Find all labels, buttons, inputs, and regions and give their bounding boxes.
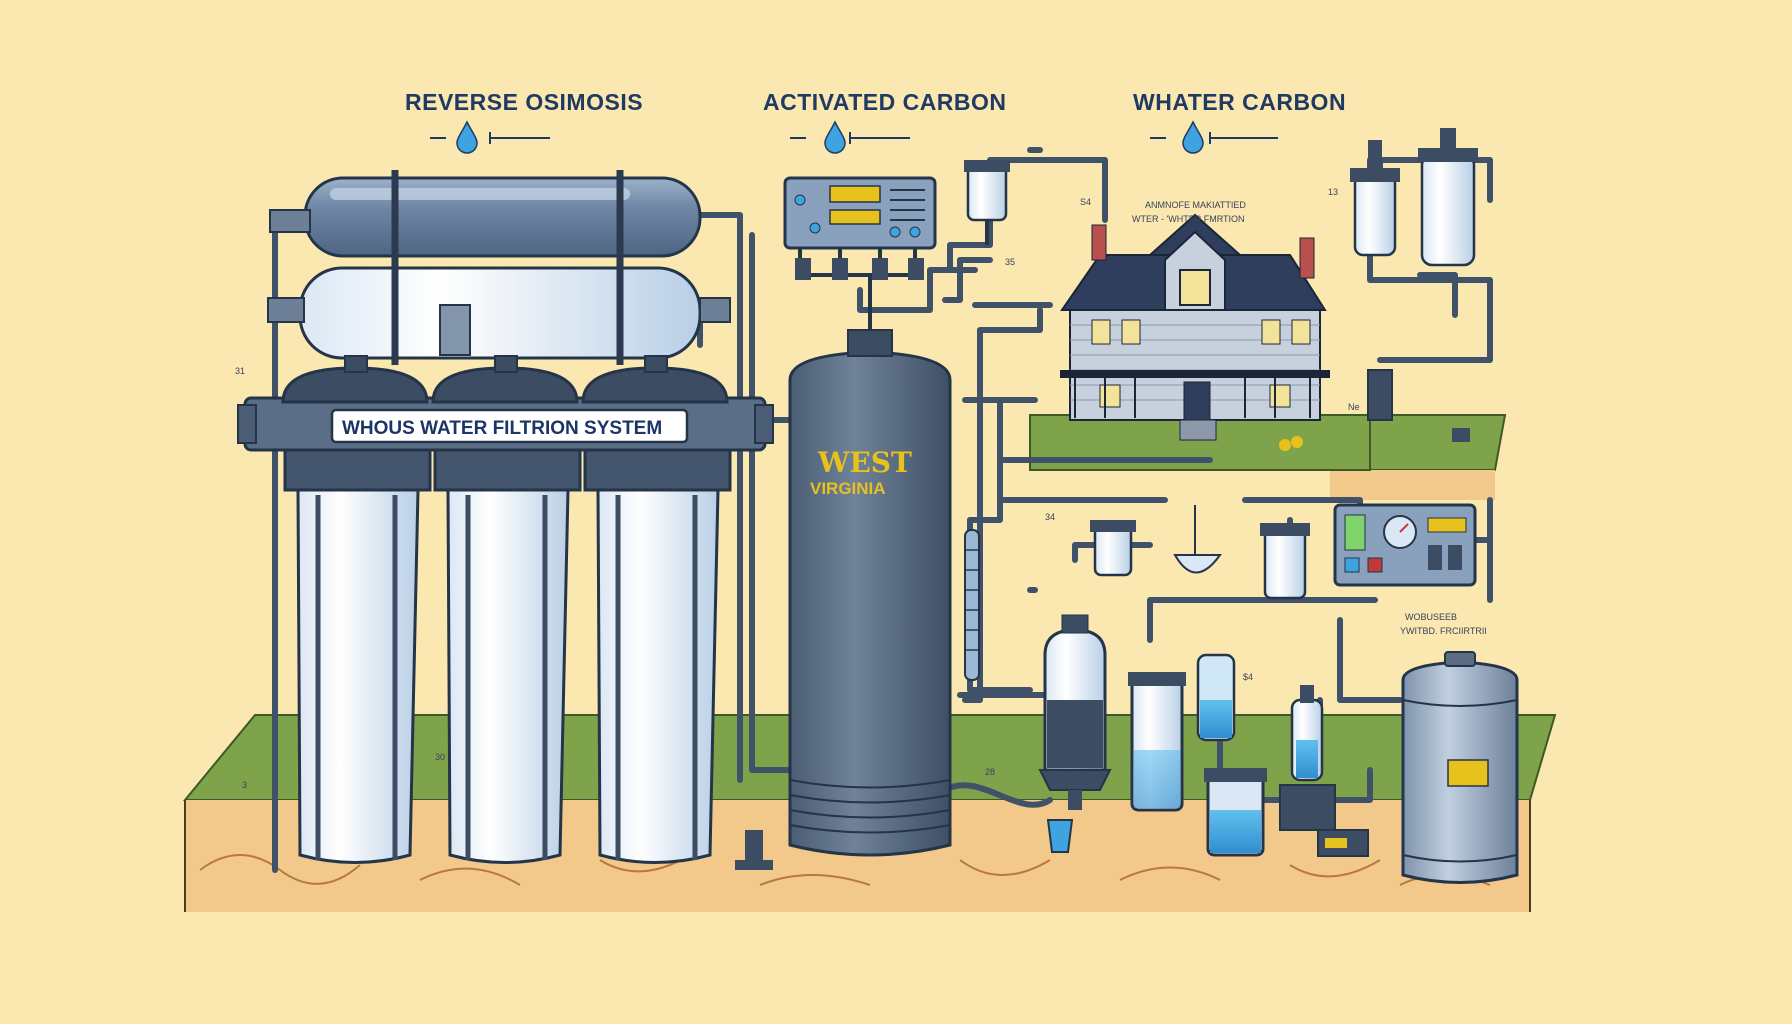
filter-canister-1	[281, 355, 432, 864]
filter-canister-3	[581, 355, 732, 864]
mixing-bowl	[1173, 505, 1222, 574]
svg-text:S4: S4	[1080, 197, 1091, 207]
svg-text:13: 13	[1328, 187, 1338, 197]
svg-text:Ne: Ne	[1348, 402, 1360, 412]
filter-canister-2	[431, 355, 582, 864]
svg-text:31: 31	[235, 366, 245, 376]
small-pump	[1279, 784, 1369, 857]
storage-tank	[1401, 651, 1519, 884]
svg-text:ACTIVATED CARBON: ACTIVATED CARBON	[763, 89, 1007, 115]
small-labels: 31 35 34 S4 $4 30 28 3 Ne 13	[235, 187, 1360, 790]
water-cup	[1046, 819, 1074, 853]
house: ANMNOFE MAKIATTIED WTER - 'WHTER FMRTION	[1060, 200, 1330, 451]
inline-filter-b	[1260, 523, 1310, 600]
water-drop-icon	[824, 120, 846, 154]
water-jar	[1204, 768, 1267, 857]
svg-text:WHATER CARBON: WHATER CARBON	[1133, 89, 1346, 115]
ro-membrane-top	[303, 170, 702, 262]
water-cylinder-1	[1128, 672, 1186, 812]
header-reverse-osmosis: REVERSE OSIMOSIS	[405, 89, 643, 154]
svg-text:REVERSE OSIMOSIS: REVERSE OSIMOSIS	[405, 89, 643, 115]
pump-fitting	[1367, 369, 1470, 442]
header-whater-carbon: WHATER CARBON	[1133, 89, 1346, 154]
header-activated-carbon: ACTIVATED CARBON	[763, 89, 1007, 154]
small-sediment-filter	[964, 160, 1010, 245]
svg-text:3: 3	[242, 780, 247, 790]
house-caption-line2: WTER - 'WHTER FMRTION	[1132, 214, 1245, 224]
main-pressure-tank: WEST VIRGINIA	[788, 329, 952, 857]
svg-text:30: 30	[435, 752, 445, 762]
control-panel-right: WOBUSEEB YWITBD. FRCIIRTRII	[1333, 503, 1487, 636]
right-caption-line2: YWITBD. FRCIIRTRII	[1400, 626, 1487, 636]
water-drop-icon	[456, 120, 478, 154]
house-caption-line1: ANMNOFE MAKIATTIED	[1145, 200, 1246, 210]
system-banner: WHOUS WATER FILTRION SYSTEM	[342, 418, 662, 439]
svg-text:35: 35	[1005, 257, 1015, 267]
control-valve-unit	[783, 176, 937, 330]
top-right-filter-1	[1350, 140, 1400, 257]
ro-membrane-bottom	[267, 209, 731, 365]
water-bottle	[1290, 685, 1324, 782]
tank-brand-line2: VIRGINIA	[810, 479, 886, 498]
svg-text:28: 28	[985, 767, 995, 777]
water-drop-icon	[1182, 120, 1204, 154]
svg-text:$4: $4	[1243, 672, 1253, 682]
right-caption-line1: WOBUSEEB	[1405, 612, 1457, 622]
top-right-filter-2	[1418, 128, 1478, 267]
inline-filter-a	[1090, 520, 1136, 577]
filter-manifold: WHOUS WATER FILTRION SYSTEM	[237, 396, 774, 452]
ground-valve	[735, 830, 773, 870]
tank-brand-line1: WEST	[817, 446, 912, 479]
uv-sterilizer-tube	[964, 529, 980, 681]
svg-text:34: 34	[1045, 512, 1055, 522]
water-cylinder-2	[1196, 653, 1236, 742]
carbon-canister	[1038, 614, 1112, 810]
